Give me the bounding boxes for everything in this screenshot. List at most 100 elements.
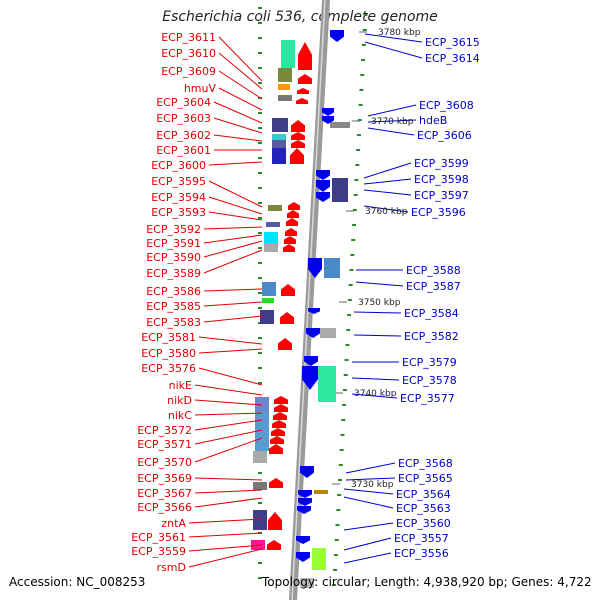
gene-block[interactable]	[312, 548, 326, 570]
gene-label-right[interactable]: ECP_3568	[398, 457, 453, 470]
gene-arrow[interactable]	[290, 148, 304, 164]
gene-arrow[interactable]	[322, 108, 334, 116]
gene-arrow[interactable]	[298, 498, 312, 506]
gene-label-left[interactable]: ECP_3595	[151, 175, 206, 188]
gene-arrow[interactable]	[330, 30, 344, 42]
gene-arrow[interactable]	[285, 228, 297, 236]
gene-arrow[interactable]	[291, 140, 305, 148]
gene-block[interactable]	[300, 578, 314, 588]
gene-label-right[interactable]: ECP_3598	[414, 173, 469, 186]
gene-label-right[interactable]: ECP_3560	[396, 517, 451, 530]
gene-label-right[interactable]: ECP_3577	[400, 392, 455, 405]
gene-arrow[interactable]	[304, 356, 318, 366]
gene-arrow[interactable]	[281, 284, 295, 296]
gene-label-right[interactable]: ECP_3606	[417, 129, 472, 142]
gene-arrow[interactable]	[272, 420, 286, 428]
gene-label-left[interactable]: ECP_3604	[156, 96, 211, 109]
gene-block[interactable]	[318, 366, 336, 402]
gene-arrow[interactable]	[270, 436, 284, 444]
gene-label-left[interactable]: ECP_3581	[141, 331, 196, 344]
gene-label-left[interactable]: ECP_3569	[137, 472, 192, 485]
gene-label-right[interactable]: ECP_3587	[406, 280, 461, 293]
gene-label-right[interactable]: ECP_3608	[419, 99, 474, 112]
gene-label-left[interactable]: zntA	[161, 517, 186, 530]
gene-arrow[interactable]	[291, 132, 305, 140]
gene-block[interactable]	[253, 451, 267, 463]
gene-block[interactable]	[272, 140, 286, 148]
gene-label-right[interactable]: hdeB	[419, 114, 447, 127]
gene-block[interactable]	[330, 122, 350, 128]
gene-block[interactable]	[255, 397, 269, 411]
gene-arrow[interactable]	[298, 74, 312, 84]
gene-label-right[interactable]: ECP_3579	[402, 356, 457, 369]
gene-label-left[interactable]: ECP_3572	[137, 424, 192, 437]
gene-label-left[interactable]: ECP_3610	[161, 47, 216, 60]
gene-block[interactable]	[278, 68, 292, 82]
gene-label-left[interactable]: ECP_3593	[151, 206, 206, 219]
gene-arrow[interactable]	[302, 366, 318, 390]
gene-label-left[interactable]: ECP_3594	[151, 191, 206, 204]
gene-arrow[interactable]	[280, 312, 294, 324]
gene-arrow[interactable]	[268, 512, 282, 530]
gene-block[interactable]	[314, 490, 328, 494]
gene-arrow[interactable]	[316, 180, 330, 192]
gene-label-left[interactable]: ECP_3600	[151, 159, 206, 172]
gene-label-right[interactable]: ECP_3582	[404, 330, 459, 343]
gene-label-left[interactable]: ECP_3602	[156, 129, 211, 142]
gene-block[interactable]	[260, 310, 274, 324]
gene-arrow[interactable]	[297, 506, 311, 514]
gene-arrow[interactable]	[297, 88, 309, 94]
gene-label-left[interactable]: rsmD	[157, 561, 186, 574]
gene-arrow[interactable]	[316, 170, 330, 180]
gene-label-left[interactable]: hmuV	[184, 82, 217, 95]
gene-arrow[interactable]	[308, 308, 320, 314]
gene-arrow[interactable]	[271, 428, 285, 436]
gene-arrow[interactable]	[316, 192, 330, 202]
gene-arrow[interactable]	[267, 540, 281, 550]
gene-arrow[interactable]	[287, 210, 299, 218]
gene-label-left[interactable]: ECP_3566	[137, 501, 192, 514]
gene-label-left[interactable]: ECP_3583	[146, 316, 201, 329]
gene-arrow[interactable]	[273, 412, 287, 420]
gene-block[interactable]	[272, 118, 288, 132]
gene-block[interactable]	[264, 232, 278, 244]
gene-arrow[interactable]	[288, 202, 300, 210]
gene-label-left[interactable]: ECP_3611	[161, 31, 216, 44]
gene-arrow[interactable]	[269, 478, 283, 488]
gene-arrow[interactable]	[300, 466, 314, 478]
gene-block[interactable]	[264, 244, 278, 252]
gene-label-left[interactable]: ECP_3580	[141, 347, 196, 360]
gene-label-left[interactable]: ECP_3586	[146, 285, 201, 298]
gene-label-right[interactable]: ECP_3584	[404, 307, 459, 320]
gene-arrow[interactable]	[298, 42, 312, 70]
gene-label-right[interactable]: ECP_3614	[425, 52, 480, 65]
gene-block[interactable]	[281, 40, 295, 68]
gene-arrow[interactable]	[296, 536, 310, 544]
gene-arrow[interactable]	[274, 404, 288, 412]
gene-label-right[interactable]: ECP_3563	[396, 502, 451, 515]
gene-label-left[interactable]: ECP_3592	[146, 223, 201, 236]
gene-arrow[interactable]	[286, 218, 298, 226]
gene-label-right[interactable]: ECP_3596	[411, 206, 466, 219]
gene-label-right[interactable]: ECP_3615	[425, 36, 480, 49]
gene-label-right[interactable]: ECP_3556	[394, 547, 449, 560]
gene-arrow[interactable]	[298, 490, 312, 498]
gene-label-right[interactable]: ECP_3588	[406, 264, 461, 277]
gene-label-left[interactable]: nikC	[168, 409, 192, 422]
gene-block[interactable]	[268, 205, 282, 211]
gene-arrow[interactable]	[296, 98, 308, 104]
gene-arrow[interactable]	[278, 338, 292, 350]
gene-label-left[interactable]: ECP_3591	[146, 237, 201, 250]
gene-block[interactable]	[253, 510, 267, 530]
gene-label-left[interactable]: ECP_3589	[146, 267, 201, 280]
gene-arrow[interactable]	[306, 328, 320, 338]
gene-label-left[interactable]: nikD	[167, 394, 192, 407]
gene-label-left[interactable]: ECP_3585	[146, 300, 201, 313]
gene-arrow[interactable]	[322, 116, 334, 124]
gene-label-right[interactable]: ECP_3578	[402, 374, 457, 387]
gene-block[interactable]	[332, 178, 348, 202]
gene-block[interactable]	[266, 222, 280, 227]
gene-label-left[interactable]: ECP_3601	[156, 144, 211, 157]
gene-block[interactable]	[278, 95, 292, 101]
gene-arrow[interactable]	[284, 236, 296, 244]
